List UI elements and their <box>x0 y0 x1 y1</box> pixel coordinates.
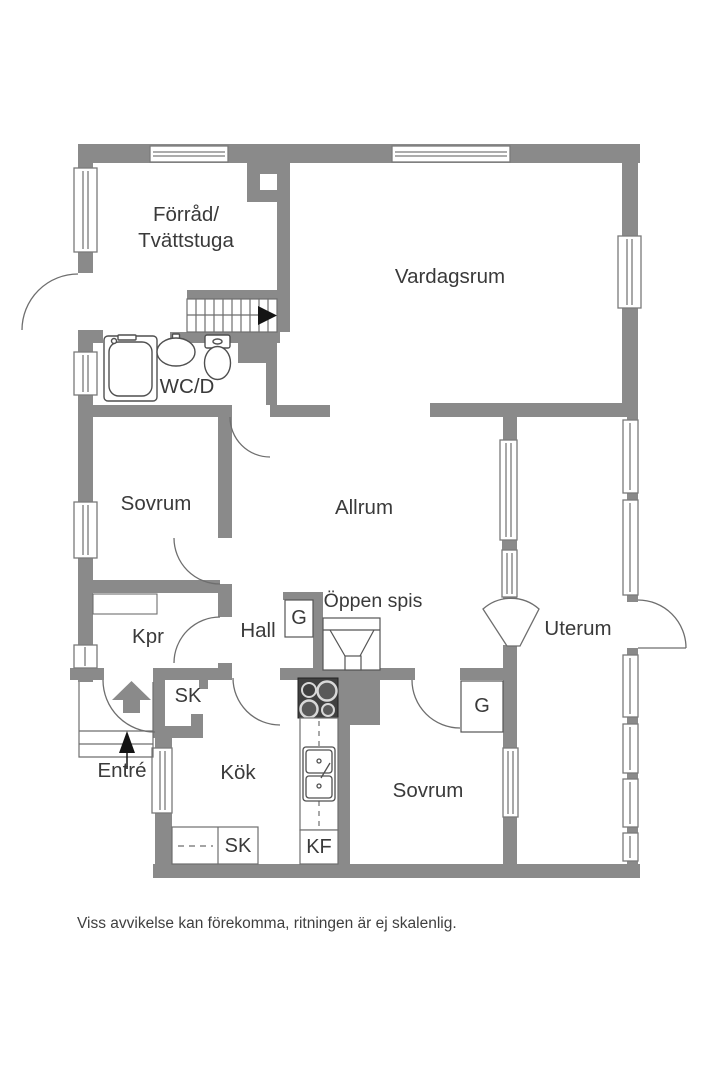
folding-door-icon <box>482 597 540 647</box>
window <box>622 654 639 718</box>
room-label-vardagsrum: Vardagsrum <box>394 265 506 288</box>
window <box>622 499 639 596</box>
wash-basin-icon <box>156 333 196 367</box>
door-arc <box>637 599 687 649</box>
room-label-line: Tvättstuga <box>138 229 234 252</box>
window <box>622 832 639 862</box>
room-label-sovrum-vaster: Sovrum <box>120 492 192 515</box>
room-label-kok: Kök <box>220 761 256 784</box>
room-label-entre: Entré <box>97 759 147 782</box>
fridge-freezer-box <box>299 829 339 865</box>
shower-icon <box>103 334 158 402</box>
closet-label-sk-hall: SK <box>174 685 202 707</box>
door-arc <box>173 537 221 585</box>
door-arc <box>173 616 221 664</box>
door-arc <box>232 677 281 726</box>
closet-label-g-hall: G <box>291 607 307 629</box>
window <box>73 351 98 396</box>
appliance-label-kf: KF <box>306 836 332 858</box>
disclaimer-text: Viss avvikelse kan förekomma, ritningen … <box>77 915 457 932</box>
window <box>73 167 98 253</box>
window <box>502 747 519 818</box>
entry-steps <box>78 682 154 758</box>
wardrobe-g1-box <box>284 599 314 638</box>
window <box>73 644 98 669</box>
feature-label-oppen-spis: Öppen spis <box>323 590 423 612</box>
toilet-icon <box>203 334 232 381</box>
window <box>391 145 511 163</box>
sk-counter-box <box>171 826 259 865</box>
closet-label-sk-kok: SK <box>224 835 252 857</box>
room-label-allrum: Allrum <box>334 496 394 519</box>
window <box>622 778 639 828</box>
stair-arrow-icon <box>258 306 277 325</box>
window <box>622 723 639 774</box>
room-label-hall: Hall <box>240 619 276 642</box>
room-label-wcd: WC/D <box>159 375 215 398</box>
door-arc <box>229 416 271 458</box>
window <box>617 235 642 309</box>
kpr-shelf <box>92 593 158 615</box>
window <box>151 747 173 814</box>
room-label-forrad-tvattstuga: Förråd/ Tvättstuga <box>138 202 234 254</box>
entry-direction-arrow-icon <box>119 731 135 769</box>
fireplace-icon <box>322 617 381 671</box>
entrance-arrow-icon <box>112 681 151 713</box>
window <box>499 439 518 541</box>
wardrobe-g2-box <box>460 680 504 733</box>
room-label-uterum: Uterum <box>544 617 612 640</box>
interior-walls <box>92 162 638 866</box>
door-arc <box>21 273 79 331</box>
stove-icon <box>297 677 339 719</box>
doors <box>21 273 687 733</box>
room-label-kpr: Kpr <box>132 625 164 648</box>
door-arc <box>411 679 461 729</box>
closet-label-g-sovrum: G <box>474 695 490 717</box>
window <box>73 501 98 559</box>
room-label-sovrum-soder: Sovrum <box>392 779 464 802</box>
room-label-line: Förråd/ <box>152 203 220 226</box>
window <box>622 419 639 494</box>
windows <box>73 145 642 862</box>
window <box>149 145 229 163</box>
kitchen-sink-icon <box>302 746 336 802</box>
window <box>501 549 518 598</box>
wall-openings <box>76 273 640 648</box>
